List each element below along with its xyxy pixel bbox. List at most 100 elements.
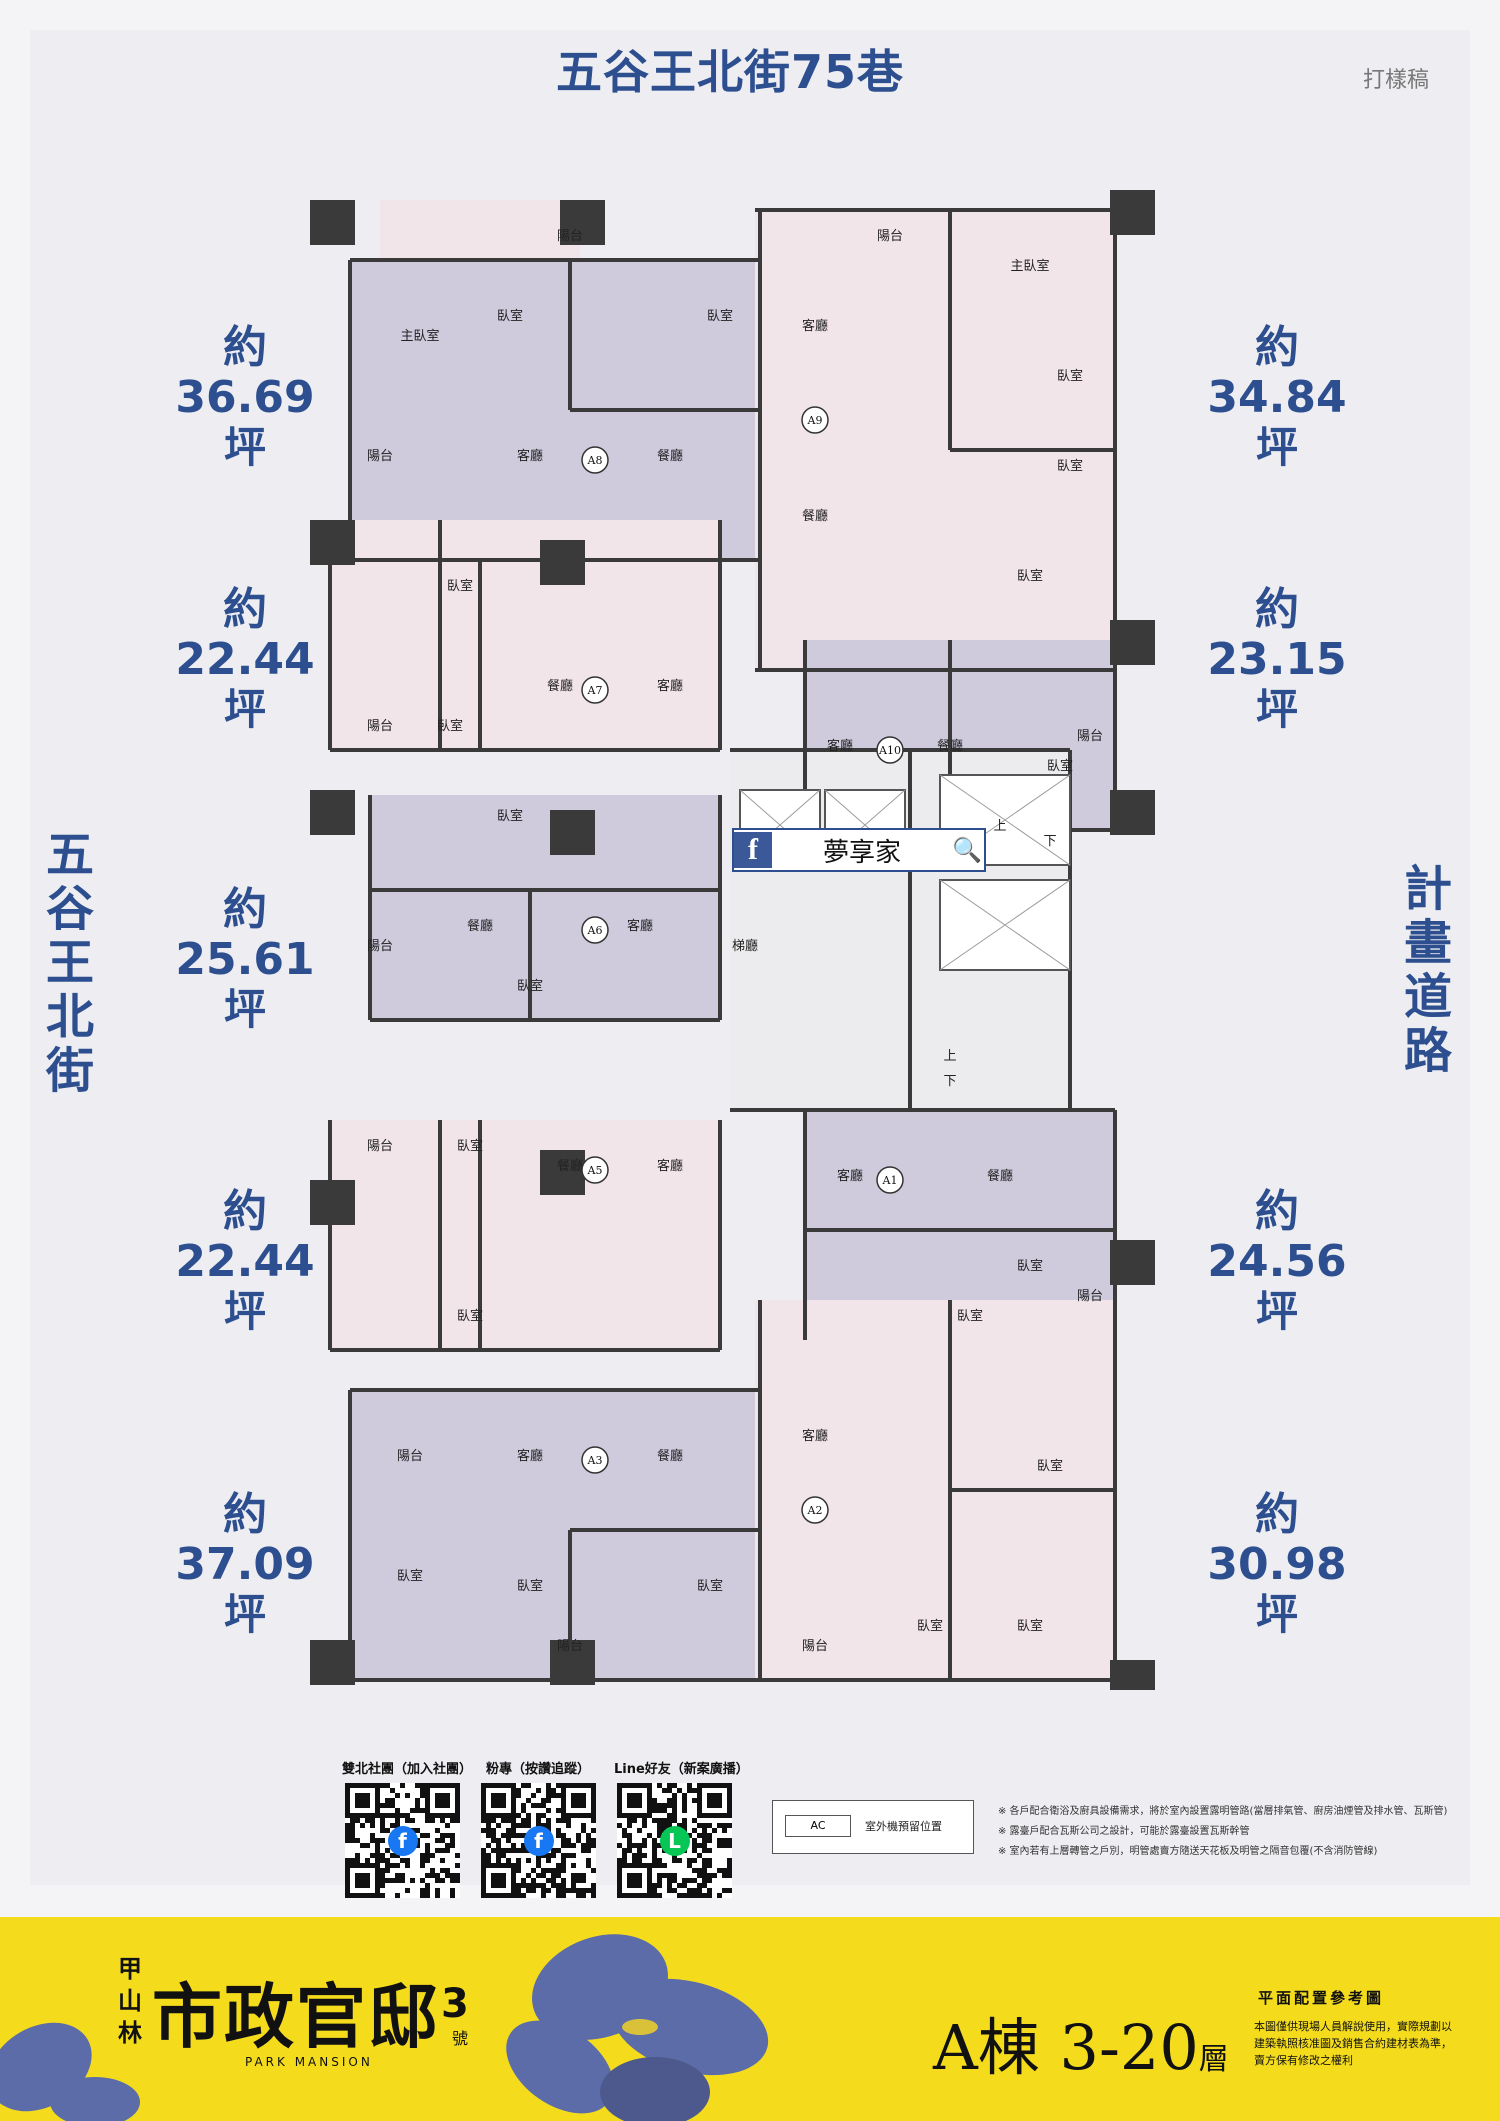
qr-module xyxy=(651,1863,657,1868)
structural-column xyxy=(1110,190,1155,235)
qr-module xyxy=(696,1788,702,1793)
qr-module xyxy=(555,1848,561,1853)
qr-module xyxy=(570,1888,576,1893)
qr-module xyxy=(520,1823,526,1828)
room-label: 臥室 xyxy=(497,808,523,824)
qr-module xyxy=(349,1818,355,1823)
qr-module xyxy=(485,1783,491,1788)
qr-module xyxy=(505,1863,511,1868)
qr-module xyxy=(344,1893,350,1898)
qr-module xyxy=(389,1878,395,1883)
qr-module xyxy=(394,1813,400,1818)
qr-code[interactable]: L xyxy=(616,1783,732,1898)
qr-module xyxy=(369,1838,375,1843)
qr-code[interactable]: f xyxy=(344,1783,460,1898)
qr-module xyxy=(419,1853,425,1858)
qr-module xyxy=(500,1793,506,1798)
qr-module xyxy=(651,1853,657,1858)
qr-module xyxy=(656,1823,662,1828)
room-label: 臥室 xyxy=(397,1568,423,1584)
qr-module xyxy=(631,1853,637,1858)
qr-module xyxy=(631,1873,637,1878)
qr-module xyxy=(515,1848,521,1853)
room-label: 陽台 xyxy=(367,719,393,734)
qr-module xyxy=(510,1813,516,1818)
qr-module xyxy=(449,1813,455,1818)
qr-module xyxy=(545,1798,551,1803)
qr-module xyxy=(560,1893,566,1898)
qr-module xyxy=(580,1793,586,1798)
qr-module xyxy=(631,1878,637,1883)
qr-module xyxy=(520,1808,526,1813)
qr-module xyxy=(419,1808,425,1813)
qr-module xyxy=(434,1793,440,1798)
qr-module xyxy=(626,1863,632,1868)
qr-module xyxy=(590,1783,596,1788)
qr-module xyxy=(444,1848,450,1853)
qr-module xyxy=(495,1843,501,1848)
plan-notes: ※ 各戶配合衛浴及廚具設備需求，將於室內設置露明管路(當層排氣管、廚房油煙管及排… xyxy=(998,1806,1448,1857)
unit-badge-label: A5 xyxy=(587,1164,603,1177)
qr-module xyxy=(646,1808,652,1813)
qr-module xyxy=(495,1813,501,1818)
qr-module xyxy=(454,1793,460,1798)
qr-module xyxy=(686,1888,692,1893)
qr-code[interactable]: f xyxy=(480,1783,596,1898)
structural-column xyxy=(550,1640,595,1685)
qr-module xyxy=(666,1798,672,1803)
qr-module xyxy=(429,1818,435,1823)
qr-module xyxy=(555,1868,561,1873)
qr-module xyxy=(726,1783,732,1788)
unit-a7 xyxy=(330,520,720,750)
qr-module xyxy=(344,1803,350,1808)
qr-module xyxy=(701,1813,707,1818)
qr-module xyxy=(706,1783,712,1788)
qr-module xyxy=(419,1833,425,1838)
qr-module xyxy=(636,1783,642,1788)
qr-module xyxy=(691,1893,697,1898)
qr-module xyxy=(505,1838,511,1843)
qr-module xyxy=(520,1843,526,1848)
qr-module xyxy=(550,1788,556,1793)
room-label: 客廳 xyxy=(627,918,653,934)
qr-module xyxy=(706,1793,712,1798)
qr-module xyxy=(550,1868,556,1873)
qr-module xyxy=(424,1843,430,1848)
qr-module xyxy=(671,1888,677,1893)
qr-module xyxy=(726,1798,732,1803)
line-icon: L xyxy=(659,1826,690,1856)
qr-module xyxy=(364,1793,370,1798)
qr-module xyxy=(590,1828,596,1833)
qr-module xyxy=(590,1808,596,1813)
qr-module xyxy=(434,1798,440,1803)
qr-module xyxy=(666,1818,672,1823)
qr-module xyxy=(394,1808,400,1813)
qr-module xyxy=(641,1893,647,1898)
qr-module xyxy=(439,1868,445,1873)
qr-module xyxy=(399,1858,405,1863)
qr-module xyxy=(505,1848,511,1853)
qr-module xyxy=(641,1838,647,1843)
qr-module xyxy=(726,1823,732,1828)
qr-module xyxy=(621,1863,627,1868)
qr-module xyxy=(676,1823,682,1828)
qr-module xyxy=(374,1888,380,1893)
room-label: 客廳 xyxy=(827,738,853,754)
qr-module xyxy=(444,1868,450,1873)
qr-module xyxy=(490,1833,496,1838)
unit-badge-label: A8 xyxy=(587,454,603,467)
qr-module xyxy=(434,1893,440,1898)
qr-module xyxy=(349,1823,355,1828)
qr-module xyxy=(480,1828,486,1833)
qr-module xyxy=(706,1858,712,1863)
qr-module xyxy=(555,1873,561,1878)
unit-badge-label: A3 xyxy=(587,1454,603,1467)
qr-module xyxy=(671,1818,677,1823)
facebook-search-badge[interactable]: f 夢享家 🔍 xyxy=(732,828,986,872)
draft-label: 打樣稿 xyxy=(1363,68,1430,93)
qr-module xyxy=(575,1893,581,1898)
qr-module xyxy=(696,1893,702,1898)
qr-module xyxy=(681,1878,687,1883)
